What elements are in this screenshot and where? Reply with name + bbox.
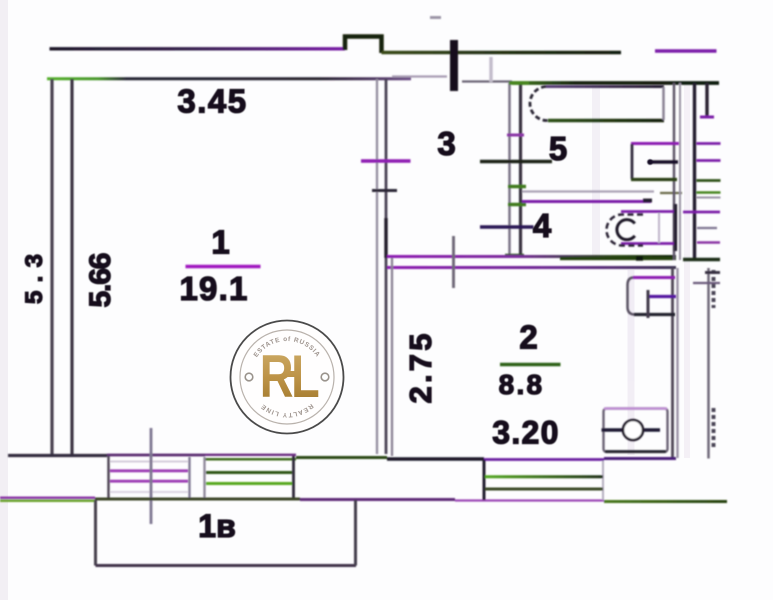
svg-text:4: 4 [533,207,552,244]
svg-text:2.75: 2.75 [403,334,438,404]
svg-text:1в: 1в [198,508,235,544]
svg-text:5.66: 5.66 [84,253,117,308]
svg-text:5.3: 5.3 [21,254,48,304]
svg-text:2: 2 [519,319,537,356]
svg-text:1: 1 [211,224,229,261]
svg-text:3: 3 [437,125,455,162]
svg-text:3.45: 3.45 [177,83,247,120]
svg-text:19.1: 19.1 [179,270,248,307]
svg-text:8.8: 8.8 [499,369,545,400]
svg-text:5: 5 [549,130,567,167]
svg-text:3.20: 3.20 [492,415,559,451]
